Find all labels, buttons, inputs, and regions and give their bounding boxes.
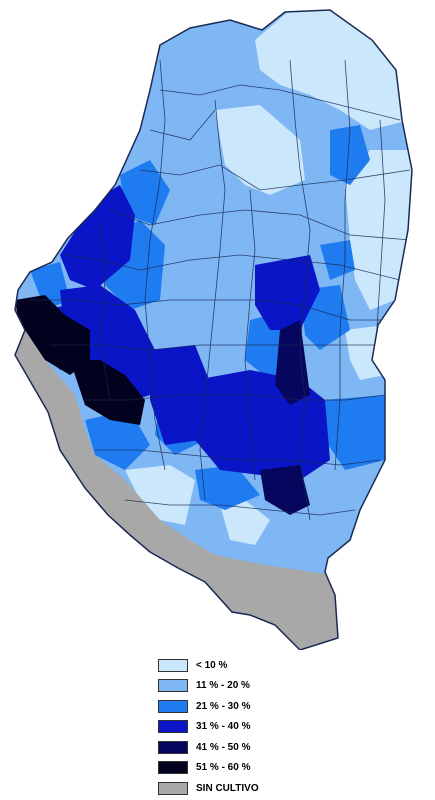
legend-swatch xyxy=(158,658,188,672)
region-41-50-south xyxy=(260,465,310,515)
legend-label: < 10 % xyxy=(196,659,228,671)
region-21-30-northeast xyxy=(330,125,370,185)
region-lt10-center xyxy=(215,105,305,195)
region-21-30-northwest xyxy=(120,160,170,225)
map-legend: < 10 % 11 % - 20 % 21 % - 30 % 31 % - 40 % 4… xyxy=(158,655,259,799)
province-outline xyxy=(14,9,413,650)
legend-swatch xyxy=(158,699,188,713)
legend-label: 41 % - 50 % xyxy=(196,741,251,753)
legend-label: 21 % - 30 % xyxy=(196,700,251,712)
region-21-30-farwest xyxy=(30,262,70,310)
region-21-30-south2 xyxy=(195,465,260,510)
legend-item: 51 % - 60 % xyxy=(158,758,259,779)
legend-item: 31 % - 40 % xyxy=(158,717,259,738)
region-31-40-east xyxy=(255,255,320,330)
legend-item: < 10 % xyxy=(158,655,259,676)
region-21-30-south xyxy=(85,410,150,470)
region-41-50-center xyxy=(275,320,310,405)
legend-label: 11 % - 20 % xyxy=(196,680,250,692)
region-lt10-east xyxy=(345,150,412,310)
legend-swatch xyxy=(158,740,188,754)
region-lt10-south-b xyxy=(220,500,270,545)
region-lt10-south-a xyxy=(125,465,195,525)
region-21-30-east2 xyxy=(320,240,355,280)
region-51-60-west xyxy=(70,360,145,425)
legend-swatch xyxy=(158,761,188,775)
legend-item: SIN CULTIVO xyxy=(158,778,259,799)
legend-item: 11 % - 20 % xyxy=(158,676,259,697)
region-21-30-southeast xyxy=(325,395,385,470)
legend-label: 31 % - 40 % xyxy=(196,721,251,733)
province-choropleth-map xyxy=(14,9,413,650)
legend-swatch xyxy=(158,781,188,795)
legend-label: SIN CULTIVO xyxy=(196,782,259,794)
legend-label: 51 % - 60 % xyxy=(196,762,251,774)
legend-item: 21 % - 30 % xyxy=(158,696,259,717)
legend-swatch xyxy=(158,679,188,693)
region-51-60-farwest xyxy=(15,295,90,375)
department-boundaries xyxy=(30,59,411,521)
legend-swatch xyxy=(158,720,188,734)
legend-item: 41 % - 50 % xyxy=(158,737,259,758)
